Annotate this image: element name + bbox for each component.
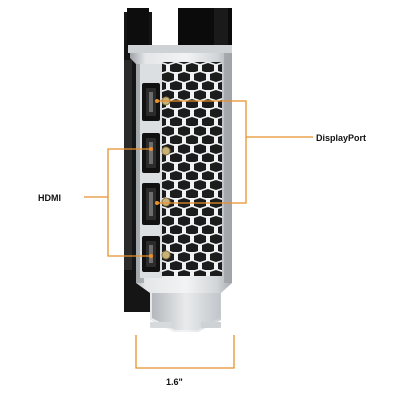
callout-lines: [84, 100, 313, 369]
callout-markers: [149, 99, 159, 258]
displayport-label: DisplayPort: [316, 133, 367, 143]
width-dimension-line: [135, 335, 235, 369]
displayport-port-2: [142, 183, 160, 225]
hdmi-callout-line: [107, 148, 151, 257]
hdmi-label: HDMI: [38, 193, 61, 203]
hdmi-port-1: [142, 133, 160, 173]
bracket-width-label: 1.6": [166, 377, 183, 387]
displayport-port-1: [142, 83, 160, 121]
displayport-callout-line: [157, 100, 247, 204]
